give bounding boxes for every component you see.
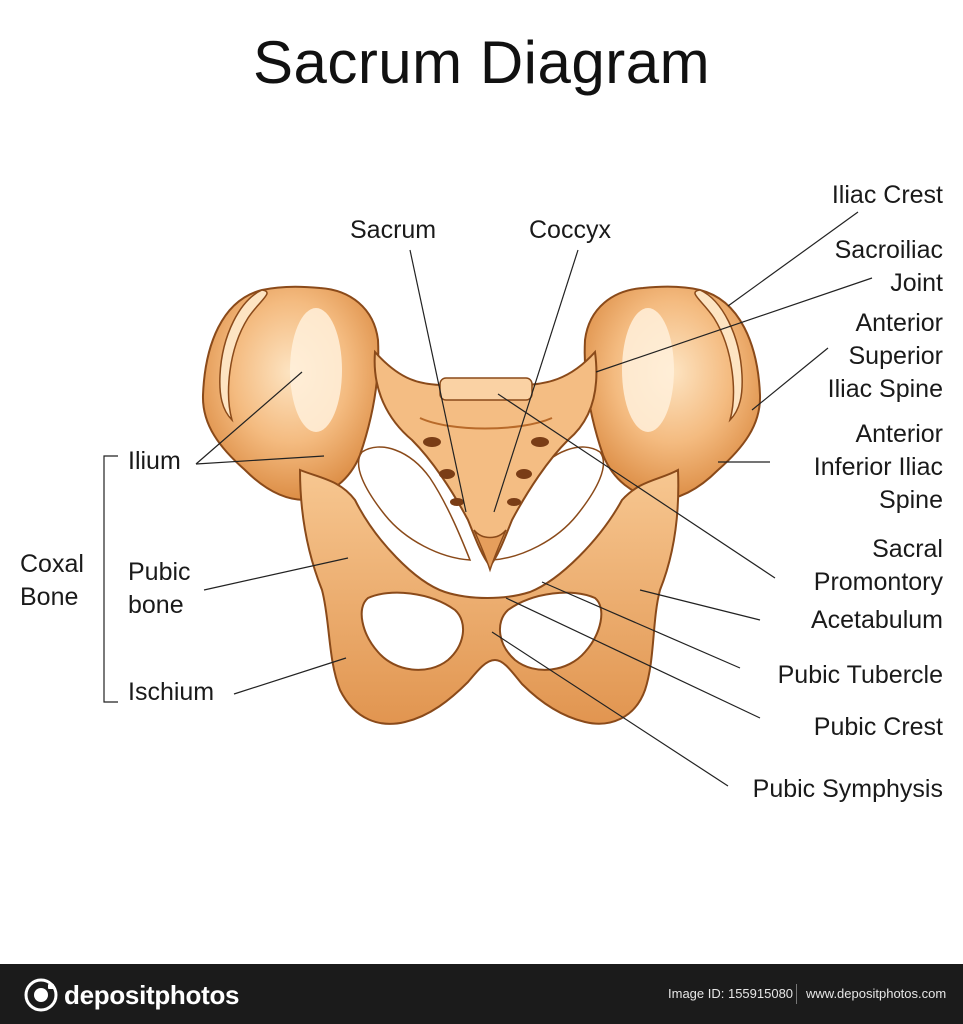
label-anterior-inferior-iliac-spine: Anterior Inferior Iliac Spine	[813, 420, 943, 514]
right-obturator-foramen	[499, 591, 603, 671]
leader-acetabulum	[639, 589, 761, 621]
leader-ilium-b	[195, 455, 325, 465]
coccyx-bone	[473, 529, 507, 573]
label-pubic-crest: Pubic Crest	[813, 713, 943, 741]
left-pelvic-opening	[357, 446, 472, 561]
left-ilium-rim	[219, 289, 268, 423]
leader-sacroiliac-joint	[595, 277, 873, 373]
footer-divider	[796, 984, 797, 1004]
leader-pubic-bone	[203, 557, 349, 591]
sacral-foramen	[531, 437, 549, 447]
sacrum-bone	[373, 349, 598, 568]
left-obturator-foramen	[360, 591, 464, 671]
watermark-footer: depositphotos Image ID: 155915080 www.de…	[0, 964, 963, 1024]
pelvis-illustration	[103, 211, 873, 787]
image-id: Image ID: 155915080	[668, 986, 794, 1001]
right-ilium-rim	[694, 289, 743, 423]
sacral-foramen	[450, 498, 464, 506]
label-ilium: Ilium	[128, 447, 181, 475]
leader-coccyx	[493, 249, 579, 513]
leader-pubic-crest	[505, 597, 761, 719]
label-pubic-bone: Pubic bone	[128, 558, 191, 619]
brand-name: depositphotos	[64, 979, 240, 1010]
label-iliac-crest: Iliac Crest	[831, 181, 943, 209]
left-ilium-highlight	[290, 308, 342, 432]
leader-ischium	[233, 657, 347, 695]
label-acetabulum: Acetabulum	[810, 606, 943, 634]
leader-asis	[751, 347, 829, 411]
leader-ilium-a	[195, 371, 303, 465]
label-sacral-promontory: Sacral Promontory	[813, 535, 943, 596]
leader-lines	[103, 211, 873, 787]
leader-sacral-promontory	[497, 393, 776, 579]
depositphotos-logo[interactable]: depositphotos	[24, 978, 240, 1012]
label-sacrum: Sacrum	[350, 216, 437, 244]
label-coxal-bone: Coxal Bone	[20, 550, 84, 611]
site-url[interactable]: www.depositphotos.com	[806, 986, 947, 1001]
left-ilium	[201, 285, 380, 502]
label-pubic-symphysis: Pubic Symphysis	[752, 775, 943, 803]
right-ilium-highlight	[622, 308, 674, 432]
camera-logo-icon	[24, 978, 58, 1012]
label-anterior-superior-iliac-spine: Anterior Superior Iliac Spine	[827, 309, 943, 403]
label-pubic-tubercle: Pubic Tubercle	[777, 661, 943, 689]
sacral-base	[439, 377, 533, 401]
leader-iliac-crest	[727, 211, 859, 307]
leader-sacrum	[409, 249, 467, 513]
label-sacroiliac-joint: Sacroiliac Joint	[834, 236, 943, 297]
sacral-foramen	[507, 498, 521, 506]
leader-pubic-symphysis	[491, 631, 729, 787]
sacral-foramen	[439, 469, 455, 479]
sacral-foramen	[423, 437, 441, 447]
label-ischium: Ischium	[128, 678, 215, 706]
label-coccyx: Coccyx	[529, 216, 611, 244]
leader-pubic-tubercle	[541, 581, 741, 669]
coxal-bone-bracket	[103, 455, 118, 703]
diagram-title: Sacrum Diagram	[252, 29, 711, 96]
sacral-foramen	[516, 469, 532, 479]
